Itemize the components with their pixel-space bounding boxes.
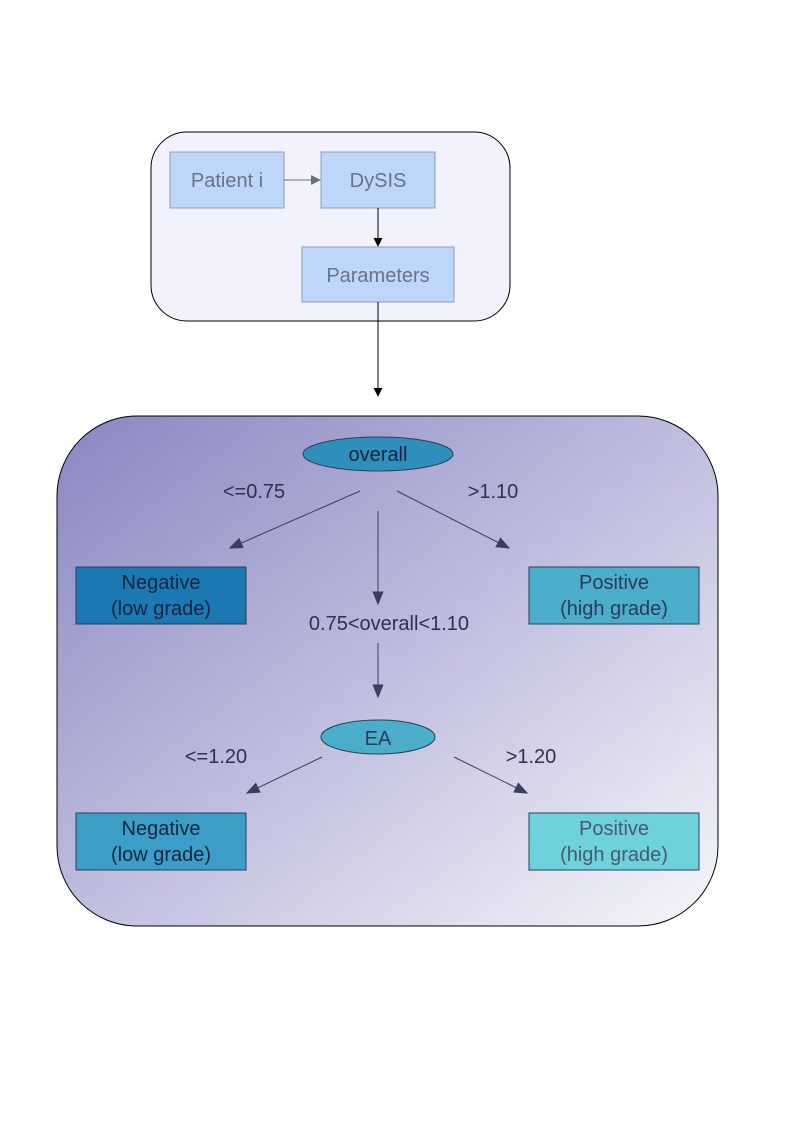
left-branch-arrow	[228, 490, 361, 549]
positive-leaf-2-line2: (high grade)	[560, 844, 668, 866]
negative-leaf-2-line1: Negative	[122, 818, 201, 840]
tree-panel-background	[56, 415, 719, 927]
positive-leaf-2	[528, 812, 700, 871]
right-branch-label: >1.10	[468, 481, 519, 503]
overall-node	[302, 436, 454, 472]
negative-leaf-2-line2: (low grade)	[111, 844, 211, 866]
ea-node-label: EA	[365, 728, 392, 750]
right-branch-arrow	[396, 490, 511, 549]
overall-node-label: overall	[349, 444, 408, 466]
positive-leaf-1-line1: Positive	[579, 572, 649, 594]
negative-leaf-1-line1: Negative	[122, 572, 201, 594]
dysis-box	[320, 151, 436, 209]
middle-branch-label: 0.75<overall<1.10	[309, 613, 469, 635]
second-right-branch-arrow	[453, 756, 529, 794]
parameters-label: Parameters	[326, 265, 429, 287]
negative-leaf-1	[75, 566, 247, 625]
tree-panel: overall <=0.75 >1.10 Negative (low grade…	[56, 415, 719, 927]
positive-leaf-1-line2: (high grade)	[560, 598, 668, 620]
negative-leaf-1-line2: (low grade)	[111, 598, 211, 620]
ea-node	[320, 719, 436, 755]
patient-box	[169, 151, 285, 209]
patient-label: Patient i	[191, 170, 263, 192]
input-panel: Patient i DySIS Parameters	[150, 131, 511, 322]
parameters-box	[301, 246, 455, 303]
second-left-branch-label: <=1.20	[185, 746, 247, 768]
negative-leaf-2	[75, 812, 247, 871]
dysis-label: DySIS	[350, 170, 407, 192]
positive-leaf-2-line1: Positive	[579, 818, 649, 840]
second-left-branch-arrow	[245, 756, 323, 794]
second-right-branch-label: >1.20	[506, 746, 557, 768]
left-branch-label: <=0.75	[223, 481, 285, 503]
positive-leaf-1	[528, 566, 700, 625]
